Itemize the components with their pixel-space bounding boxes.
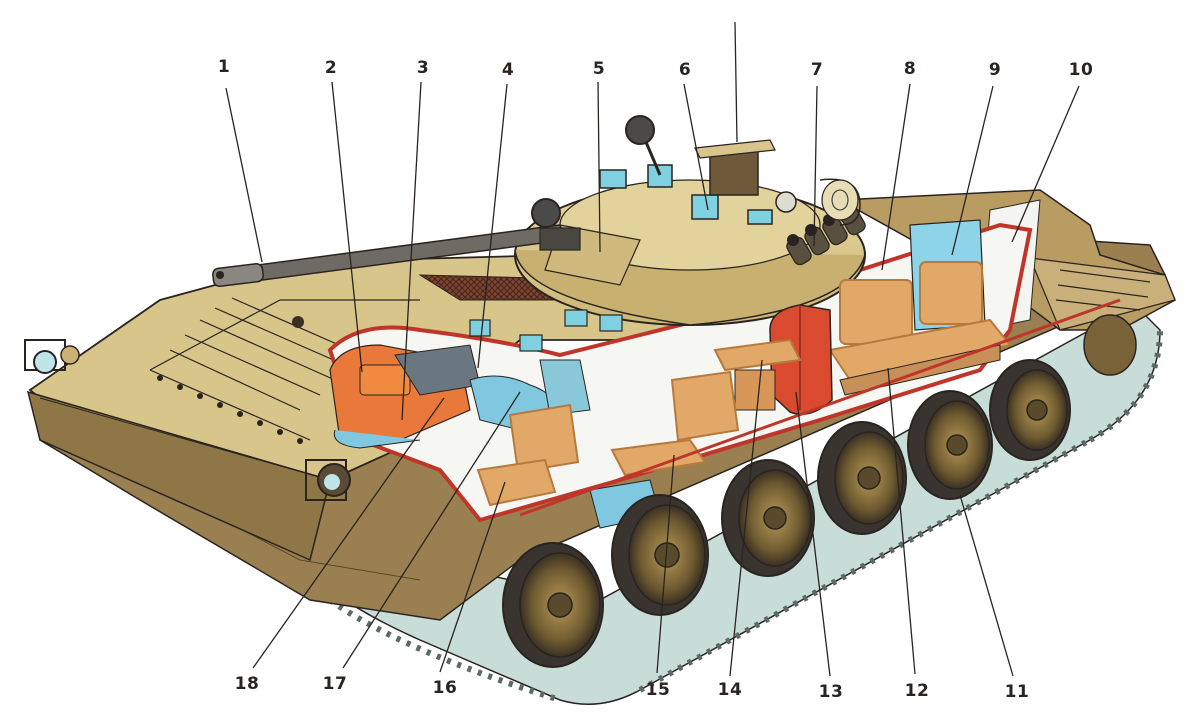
road-wheel-5 <box>907 390 993 500</box>
leader-line-11 <box>959 494 1014 677</box>
leader-line-12 <box>887 367 916 675</box>
leader-line-8 <box>881 83 911 271</box>
callout-label-10: 10 <box>1068 60 1094 80</box>
callout-label-16: 16 <box>432 678 458 698</box>
callout-label-8: 8 <box>903 59 917 79</box>
leader-line-15 <box>656 454 675 674</box>
front-light-right <box>305 459 351 501</box>
callout-label-15: 15 <box>645 680 671 700</box>
leader-line-2 <box>331 81 363 373</box>
front-light-left <box>24 339 80 374</box>
road-wheel-3 <box>721 459 815 577</box>
leader-line-17 <box>342 391 521 669</box>
callout-label-14: 14 <box>717 680 743 700</box>
leader-line-18 <box>252 397 445 669</box>
leader-line-3 <box>401 81 422 421</box>
callout-label-13: 13 <box>818 682 844 702</box>
road-wheel-6 <box>989 359 1071 461</box>
troop-compartment <box>476 219 1121 529</box>
road-wheels <box>502 314 1137 668</box>
turret <box>514 115 866 326</box>
leader-line-ant <box>734 21 738 143</box>
road-wheel-1 <box>502 542 604 668</box>
leader-line-13 <box>795 391 831 677</box>
leader-line-1 <box>225 87 263 263</box>
idler-wheel <box>1083 314 1137 376</box>
callout-label-9: 9 <box>988 60 1002 80</box>
callout-label-4: 4 <box>501 60 515 80</box>
callout-label-7: 7 <box>810 60 824 80</box>
leader-line-9 <box>951 85 994 256</box>
callout-label-11: 11 <box>1004 682 1030 702</box>
callout-label-17: 17 <box>322 674 348 694</box>
leader-line-5 <box>597 81 601 253</box>
road-wheel-4 <box>817 421 907 535</box>
leader-line-7 <box>813 85 818 247</box>
leader-line-4 <box>477 83 508 369</box>
lower-periscopes <box>469 309 623 352</box>
callout-label-1: 1 <box>217 57 231 77</box>
leader-line-16 <box>439 481 506 673</box>
callout-label-12: 12 <box>904 681 930 701</box>
callout-label-3: 3 <box>416 58 430 78</box>
leader-line-14 <box>729 359 763 677</box>
road-wheel-2 <box>611 494 709 616</box>
callout-label-6: 6 <box>678 60 692 80</box>
main-gun <box>212 224 581 288</box>
leader-line-10 <box>1011 85 1080 243</box>
callout-label-18: 18 <box>234 674 260 694</box>
leader-line-6 <box>683 83 709 211</box>
leader-lines <box>225 21 1080 677</box>
callout-label-5: 5 <box>592 59 606 79</box>
callout-label-2: 2 <box>324 58 338 78</box>
